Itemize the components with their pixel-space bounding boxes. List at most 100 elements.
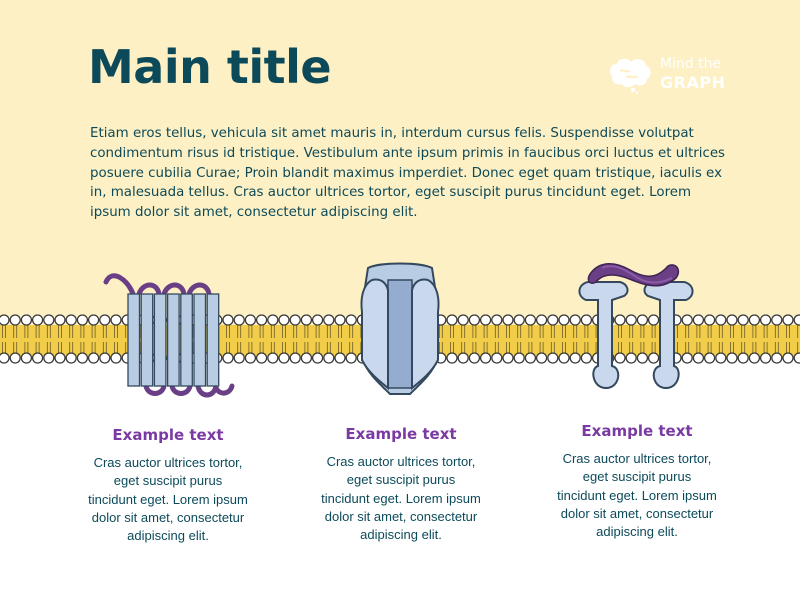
lipid-head	[300, 352, 313, 364]
lipid-head	[110, 314, 122, 326]
lipid-head	[9, 352, 21, 364]
lipid-head	[491, 314, 503, 326]
lipid-head	[244, 352, 257, 364]
lipid-head	[289, 314, 301, 326]
lipid-head	[782, 352, 794, 364]
lipid-head	[569, 314, 581, 326]
lipid-head	[87, 352, 100, 364]
lipid-head	[625, 352, 637, 364]
lipid-head	[715, 352, 727, 364]
lipid-head	[323, 314, 335, 326]
lipid-head	[278, 352, 290, 364]
caption-2: Example text Cras auctor ultrices tortor…	[321, 425, 481, 544]
transmembrane-helix	[153, 293, 167, 387]
lipid-head	[580, 352, 593, 364]
lipid-head	[771, 352, 783, 364]
lipid-head	[703, 314, 716, 326]
lipid-head	[457, 314, 469, 326]
lipid-head	[793, 352, 800, 364]
brain-icon	[609, 58, 651, 94]
lipid-head	[20, 314, 33, 326]
lipid-head	[681, 352, 693, 364]
lipid-head	[647, 314, 660, 326]
lipid-head	[233, 314, 245, 326]
lipid-head	[569, 352, 581, 364]
lipid-head	[748, 314, 761, 326]
lipid-head	[87, 314, 100, 326]
lipid-head	[446, 352, 458, 364]
lipid-head	[681, 314, 693, 326]
lipid-head	[524, 314, 537, 326]
lipid-head	[255, 352, 268, 364]
lipid-head	[547, 314, 559, 326]
lipid-head	[771, 314, 783, 326]
lipid-head	[222, 352, 234, 364]
lipid-head	[457, 352, 469, 364]
lipid-head	[547, 352, 559, 364]
caption-1: Example text Cras auctor ultrices tortor…	[88, 426, 248, 545]
lipid-head	[737, 352, 749, 364]
lipid-head	[535, 314, 548, 326]
lipid-head	[20, 352, 33, 364]
lipid-head	[737, 314, 749, 326]
lipid-head	[759, 352, 772, 364]
channel-protein-icon	[360, 262, 440, 395]
transmembrane-helix	[206, 293, 220, 387]
lipid-head	[9, 314, 21, 326]
transmembrane-helix	[140, 293, 154, 387]
lipid-head	[43, 314, 55, 326]
caption-body: Cras auctor ultrices tortor, eget suscip…	[88, 455, 248, 544]
caption-body: Cras auctor ultrices tortor, eget suscip…	[557, 451, 717, 540]
lipid-head	[345, 352, 357, 364]
seven-transmembrane-receptor-icon	[103, 273, 235, 398]
lipid-head	[267, 352, 279, 364]
lipid-head	[625, 314, 637, 326]
lipid-head	[311, 352, 324, 364]
lipid-head	[558, 352, 570, 364]
lipid-head	[323, 352, 335, 364]
lipid-head	[446, 314, 458, 326]
lipid-head	[0, 352, 10, 364]
lipid-head	[692, 352, 705, 364]
caption-heading: Example text	[112, 426, 224, 444]
lipid-head	[759, 314, 772, 326]
lipid-head	[636, 352, 649, 364]
lipid-head	[636, 314, 649, 326]
transmembrane-helix	[193, 293, 207, 387]
lipid-head	[345, 314, 357, 326]
lipid-head	[334, 352, 346, 364]
lipid-head	[43, 352, 55, 364]
lipid-head	[614, 352, 626, 364]
lipid-head	[479, 314, 492, 326]
lipid-head	[65, 352, 77, 364]
intro-paragraph: Etiam eros tellus, vehicula sit amet mau…	[90, 126, 726, 221]
lipid-head	[491, 352, 503, 364]
lipid-head	[726, 314, 738, 326]
lipid-head	[715, 314, 727, 326]
lipid-head	[558, 314, 570, 326]
brand-logo: Mind the GRAPH	[606, 54, 746, 94]
lipid-head	[278, 314, 290, 326]
caption-body: Cras auctor ultrices tortor, eget suscip…	[321, 454, 481, 543]
lipid-head	[54, 352, 66, 364]
lipid-head	[267, 314, 279, 326]
lipid-head	[110, 352, 122, 364]
lipid-head	[54, 314, 66, 326]
lipid-head	[703, 352, 716, 364]
lipid-head	[647, 352, 660, 364]
lipid-head	[31, 352, 44, 364]
lipid-head	[76, 352, 89, 364]
caption-heading: Example text	[345, 425, 457, 443]
lipid-head	[513, 314, 525, 326]
transmembrane-helix	[166, 293, 180, 387]
lipid-head	[692, 314, 705, 326]
lipid-head	[468, 314, 481, 326]
lipid-head	[289, 352, 301, 364]
lipid-head	[65, 314, 77, 326]
lipid-head	[468, 352, 481, 364]
lipid-head	[222, 314, 234, 326]
lipid-head	[255, 314, 268, 326]
lipid-head	[334, 314, 346, 326]
lipid-head	[479, 352, 492, 364]
